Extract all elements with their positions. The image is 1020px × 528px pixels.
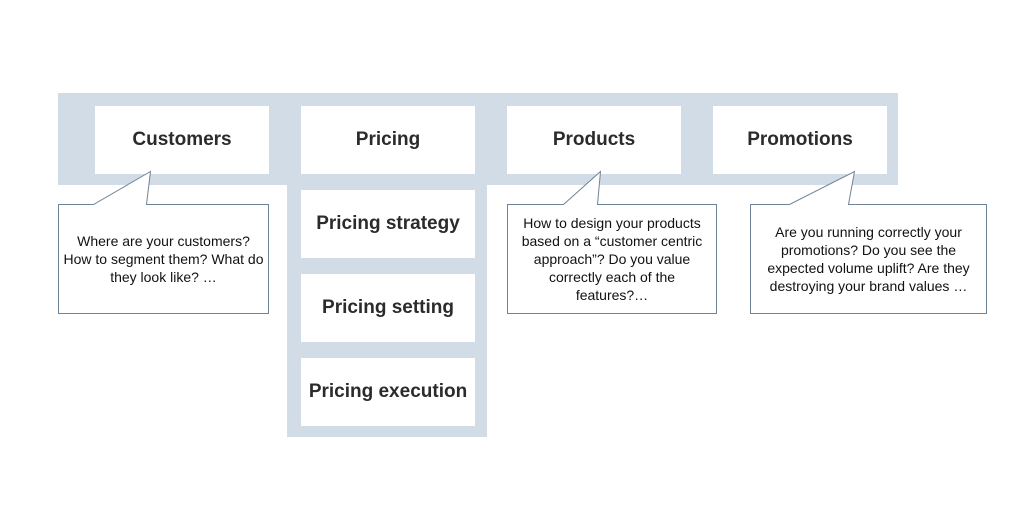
category-customers-label: Customers — [132, 129, 232, 150]
callout-customers-text: Where are your customers? How to segment… — [63, 233, 264, 285]
pricing-step-execution-label: Pricing execution — [308, 381, 468, 402]
category-pricing: Pricing — [301, 106, 475, 174]
category-pricing-label: Pricing — [355, 129, 421, 150]
category-promotions: Promotions — [713, 106, 887, 174]
pricing-step-setting: Pricing setting — [301, 274, 475, 342]
callout-customers-bubble — [58, 170, 269, 314]
callout-products-text: How to design your products based on a “… — [521, 215, 703, 303]
pricing-step-strategy: Pricing strategy — [301, 190, 475, 258]
category-products: Products — [507, 106, 681, 174]
pricing-step-strategy-label: Pricing strategy — [316, 213, 460, 234]
pricing-step-setting-label: Pricing setting — [322, 297, 454, 318]
callout-promotions-text: Are you running correctly your promotion… — [767, 224, 970, 294]
category-customers: Customers — [95, 106, 269, 174]
callout-promotions-bubble — [750, 170, 987, 314]
pricing-step-execution: Pricing execution — [301, 358, 475, 426]
category-promotions-label: Promotions — [747, 129, 853, 150]
category-products-label: Products — [552, 129, 636, 150]
callout-products-bubble — [507, 170, 717, 314]
